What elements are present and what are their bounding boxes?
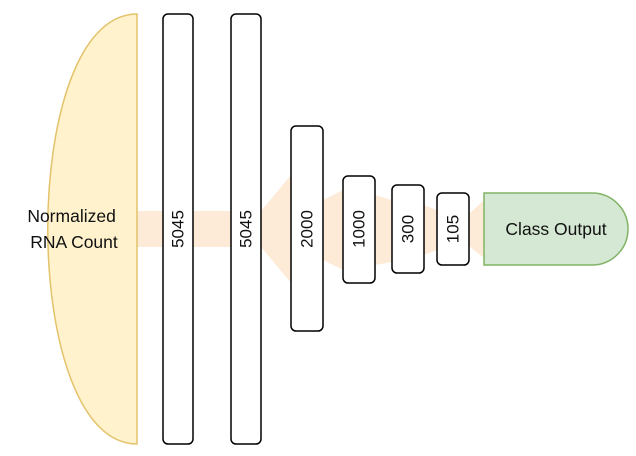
input-label-line-1: Normalized bbox=[27, 206, 116, 226]
layer-3-box bbox=[290, 125, 324, 332]
layer-2-label: 5045 bbox=[237, 210, 256, 248]
layer-2-box bbox=[230, 13, 262, 445]
layer-6-box bbox=[436, 192, 470, 266]
output-label: Class Output bbox=[505, 219, 606, 239]
layer-5-box bbox=[391, 184, 425, 274]
layer-6-label: 105 bbox=[444, 215, 463, 243]
layer-1-label: 5045 bbox=[169, 210, 188, 248]
layer-4-box bbox=[342, 175, 376, 284]
input-label-line-2: RNA Count bbox=[30, 232, 118, 252]
layer-4-label: 1000 bbox=[350, 210, 369, 248]
input-shape bbox=[47, 13, 138, 445]
layer-1-box bbox=[162, 13, 194, 445]
connector-layer-4-to-layer-5 bbox=[375, 195, 392, 265]
connectors bbox=[137, 175, 484, 283]
connector-layer-2-to-layer-3 bbox=[261, 175, 291, 283]
connector-input-to-layer-1 bbox=[137, 211, 163, 247]
layer-5-label: 300 bbox=[399, 215, 418, 243]
connector-layer-3-to-layer-4 bbox=[323, 190, 343, 270]
connector-layer-1-to-layer-2 bbox=[193, 211, 231, 247]
input-label: Normalized RNA Count bbox=[27, 206, 120, 252]
connector-layer-5-to-layer-6 bbox=[424, 205, 437, 255]
connector-layer-6-to-output bbox=[469, 200, 484, 258]
layer-3-label: 2000 bbox=[298, 210, 317, 248]
output-shape bbox=[483, 192, 629, 266]
